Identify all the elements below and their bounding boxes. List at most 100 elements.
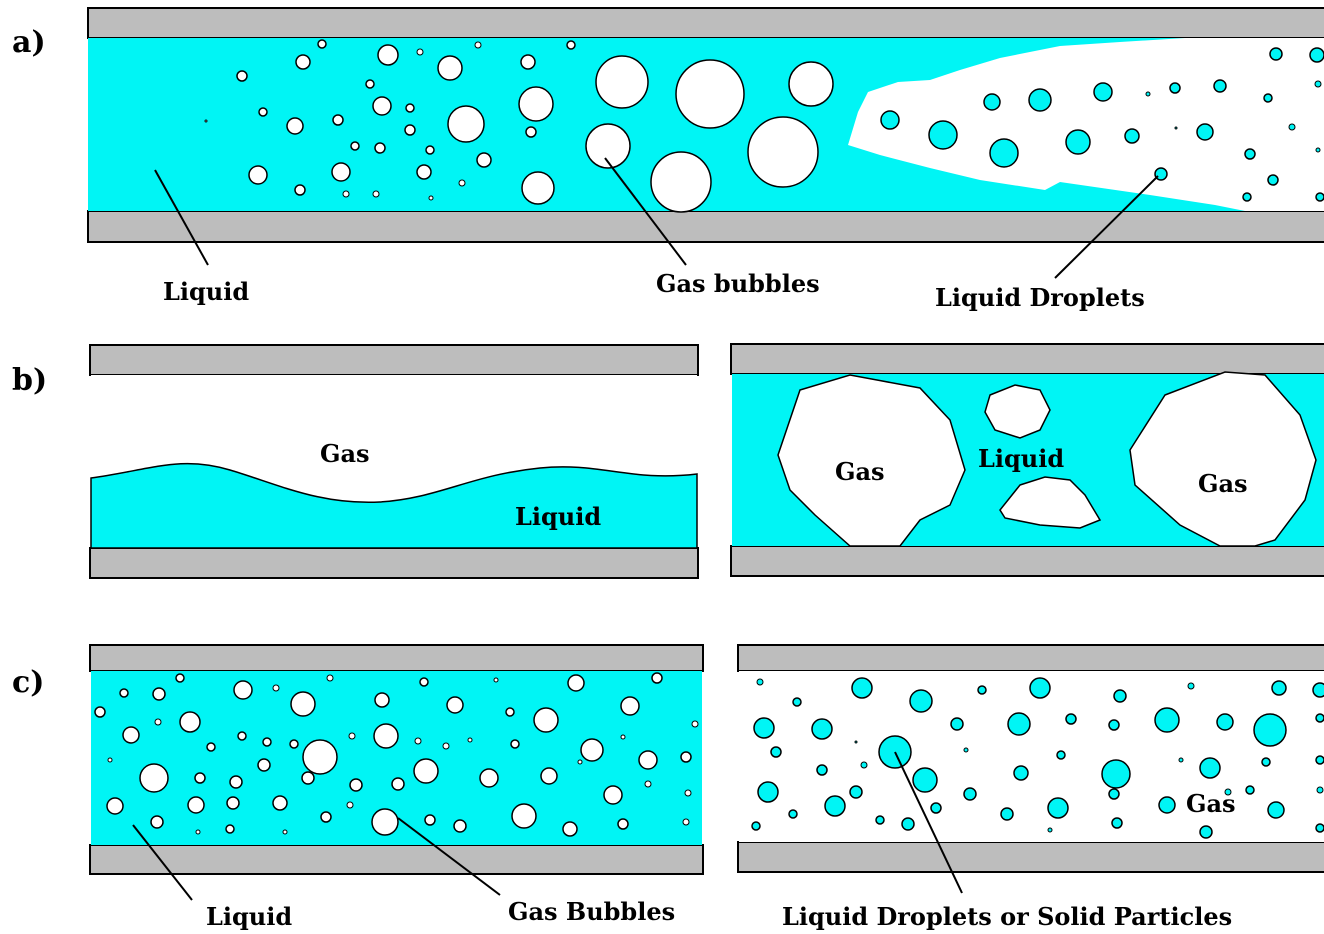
gas-bubble (372, 809, 398, 835)
liquid-droplet (1175, 127, 1177, 129)
gas-bubble (237, 71, 247, 81)
gas-bubble (645, 781, 651, 787)
liquid-droplet (1262, 758, 1270, 766)
gas-bubble (263, 738, 271, 746)
liquid-droplet (1159, 797, 1175, 813)
gas-bubble (521, 55, 535, 69)
gas-bubble (327, 675, 333, 681)
gas-bubble (581, 739, 603, 761)
gas-bubble (318, 40, 326, 48)
gas-bubble (378, 45, 398, 65)
liquid-droplet (1316, 714, 1324, 722)
liquid-droplet (789, 810, 797, 818)
gas-bubble (475, 42, 481, 48)
liquid-droplet (1125, 129, 1139, 143)
gas-bubble (302, 772, 314, 784)
gas-bubble (123, 727, 139, 743)
liquid-droplet (1066, 130, 1090, 154)
gas-bubble (108, 758, 112, 762)
gas-bubble (153, 688, 165, 700)
liquid-droplet (1316, 148, 1320, 152)
liquid-droplet (1057, 751, 1065, 759)
panel-a-gas-bubbles-label: Gas bubbles (656, 269, 820, 298)
liquid-droplet (1008, 713, 1030, 735)
liquid-droplet (1268, 802, 1284, 818)
gas-bubble (748, 117, 818, 187)
gas-bubble (375, 693, 389, 707)
liquid-droplet (1243, 193, 1251, 201)
gas-bubble (438, 56, 462, 80)
panel-a-top-wall (88, 8, 1324, 38)
liquid-droplet (1289, 124, 1295, 130)
liquid-droplet (990, 139, 1018, 167)
gas-bubble (392, 778, 404, 790)
gas-bubble (343, 191, 349, 197)
liquid-droplet (1313, 683, 1324, 697)
liquid-droplet (1102, 760, 1130, 788)
liquid-droplet (1112, 818, 1122, 828)
gas-bubble (227, 797, 239, 809)
gas-bubble (303, 740, 337, 774)
liquid-droplet (861, 762, 867, 768)
panel-a-liquid-label: Liquid (163, 277, 249, 306)
gas-bubble (414, 759, 438, 783)
gas-bubble (107, 798, 123, 814)
liquid-droplet (757, 679, 763, 685)
panel-b-stratified-pipe: Gas Liquid (90, 345, 698, 578)
gas-bubble (534, 708, 558, 732)
panel-c-gas-bubbles-label: Gas Bubbles (508, 897, 675, 926)
gas-bubble (347, 802, 353, 808)
liquid-droplet (1048, 798, 1068, 818)
liquid-droplet (1030, 678, 1050, 698)
liquid-droplet (1272, 681, 1286, 695)
liquid-droplet (825, 796, 845, 816)
liquid-droplet (1245, 149, 1255, 159)
liquid-droplet (1048, 828, 1052, 832)
panel-b-left-bottom-wall (90, 548, 698, 578)
gas-bubble (258, 759, 270, 771)
liquid-droplet (1270, 48, 1282, 60)
liquid-droplet (793, 698, 801, 706)
gas-bubble (692, 721, 698, 727)
panel-b-left-top-wall (90, 345, 698, 375)
gas-bubble (180, 712, 200, 732)
liquid-droplet (1001, 808, 1013, 820)
gas-bubble (290, 740, 298, 748)
panel-b-right-gas-pocket-1 (985, 385, 1050, 438)
gas-bubble (652, 673, 662, 683)
liquid-droplet (876, 816, 884, 824)
gas-bubble (578, 760, 582, 764)
gas-bubble (234, 681, 252, 699)
gas-bubble (480, 769, 498, 787)
liquid-droplet (1246, 786, 1254, 794)
panel-c: c) Gas Liquid Gas Bubbles Liquid Droplet… (12, 645, 1324, 931)
panel-c-tag: c) (12, 665, 44, 700)
panel-b-right-top-wall (731, 344, 1324, 374)
gas-bubble (443, 743, 449, 749)
gas-bubble (429, 196, 433, 200)
panel-b-right-gas-left-label: Gas (835, 457, 885, 486)
liquid-droplet (910, 690, 932, 712)
gas-bubble (425, 815, 435, 825)
liquid-droplet (964, 788, 976, 800)
panel-c-bubbly-pipe (90, 645, 703, 900)
liquid-droplet (1029, 89, 1051, 111)
gas-bubble (287, 118, 303, 134)
gas-bubble (374, 724, 398, 748)
gas-bubble (618, 819, 628, 829)
liquid-droplet (1268, 175, 1278, 185)
gas-bubble (596, 56, 648, 108)
liquid-droplet (1109, 720, 1119, 730)
liquid-droplet (850, 786, 862, 798)
panel-b-right-bottom-wall (731, 546, 1324, 576)
gas-bubble (195, 773, 205, 783)
liquid-droplet (758, 782, 778, 802)
gas-bubble (259, 108, 267, 116)
gas-bubble (196, 830, 200, 834)
gas-bubble (506, 708, 514, 716)
liquid-droplet (951, 718, 963, 730)
gas-bubble (789, 62, 833, 106)
gas-bubble (621, 697, 639, 715)
gas-bubble (295, 185, 305, 195)
gas-bubble (291, 692, 315, 716)
